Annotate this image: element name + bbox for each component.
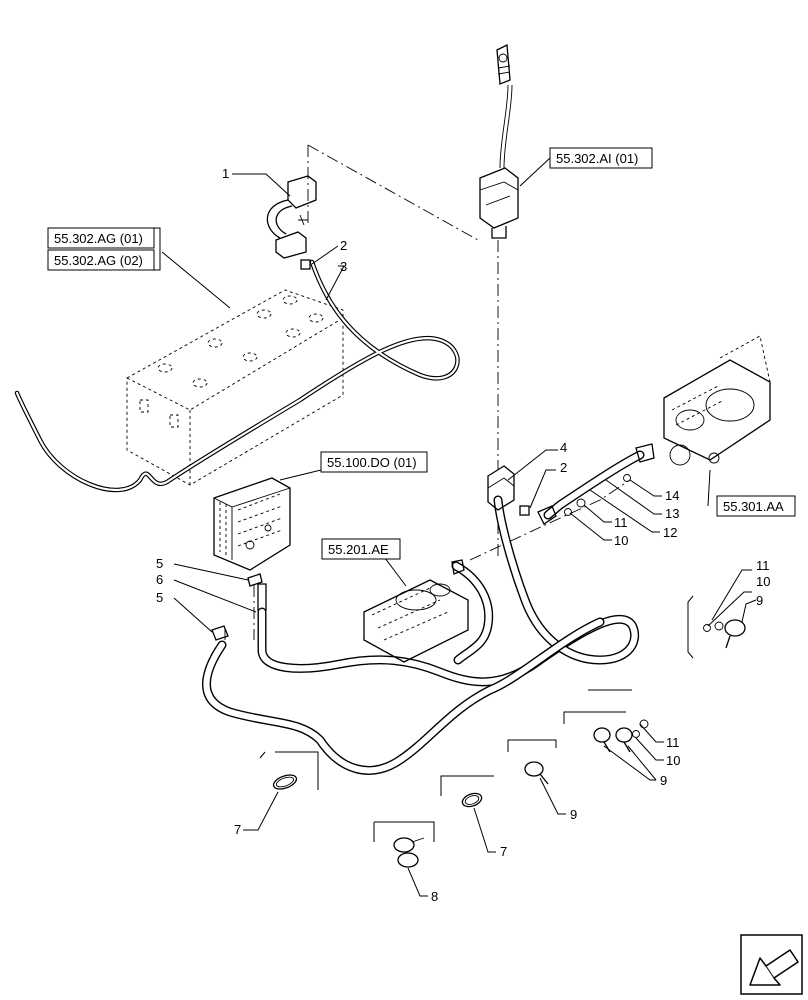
callout-5: 5: [156, 590, 163, 605]
svg-text:55.201.AE: 55.201.AE: [328, 542, 389, 557]
washer: [714, 621, 724, 631]
svg-text:55.302.AG (01): 55.302.AG (01): [54, 231, 143, 246]
engine-sensor: [479, 43, 519, 239]
hydraulic-pump: [663, 335, 771, 466]
hose-elbow: [487, 465, 515, 511]
sensor-cable: [14, 259, 460, 493]
washer: [703, 624, 711, 632]
callout-9: 9: [660, 773, 667, 788]
hose-clip: [519, 505, 530, 516]
hose-clamp: [272, 774, 298, 790]
callout-11: 11: [666, 735, 680, 750]
callout-11: 11: [614, 515, 628, 530]
spring-clamp: [393, 837, 425, 868]
callout-12: 12: [663, 525, 677, 540]
bracket: [373, 821, 435, 842]
callout-10: 10: [756, 574, 770, 589]
svg-text:55.302.AI (01): 55.302.AI (01): [556, 151, 638, 166]
hose-clamp: [461, 792, 483, 808]
bracket: [507, 739, 557, 752]
washer: [632, 730, 640, 738]
callout-9: 9: [570, 807, 577, 822]
callout-6: 6: [156, 572, 163, 587]
cable-clip: [300, 259, 311, 270]
callout-8: 8: [431, 889, 438, 904]
ref-55-201-ae[interactable]: 55.201.AE: [321, 538, 401, 560]
p-clip: [524, 761, 549, 785]
hose-line-main: [257, 495, 640, 687]
p-clip: [724, 619, 746, 649]
battery-terminal-cover: [266, 175, 317, 259]
hose-line-filter: [451, 561, 494, 665]
callout-5: 5: [156, 556, 163, 571]
callout-4: 4: [560, 440, 567, 455]
p-clip: [593, 727, 633, 753]
bracket: [440, 775, 494, 796]
ref-55-301-aa[interactable]: 55.301.AA: [716, 495, 796, 517]
svg-text:55.100.DO (01): 55.100.DO (01): [327, 455, 417, 470]
ref-bracket: [154, 227, 161, 271]
callout-13: 13: [665, 506, 679, 521]
bracket: [687, 595, 694, 659]
callout-7: 7: [500, 844, 507, 859]
callout-10: 10: [614, 533, 628, 548]
washer: [564, 508, 572, 516]
callout-1: 1: [222, 166, 229, 181]
callout-10: 10: [666, 753, 680, 768]
leader-lines: [161, 157, 757, 897]
callout-11: 11: [756, 558, 770, 573]
pipe-to-pump: [537, 443, 655, 525]
ref-55-302-ag-02[interactable]: 55.302.AG (02): [47, 249, 155, 271]
washer: [639, 719, 649, 729]
svg-text:55.302.AG (02): 55.302.AG (02): [54, 253, 143, 268]
hose-line-lower: [202, 617, 605, 775]
callout-9: 9: [756, 593, 763, 608]
ref-55-100-do-01[interactable]: 55.100.DO (01): [320, 451, 428, 473]
washer: [576, 498, 586, 508]
battery: [126, 289, 344, 486]
washer: [623, 474, 631, 482]
svg-text:55.301.AA: 55.301.AA: [723, 499, 784, 514]
ref-55-302-ai-01[interactable]: 55.302.AI (01): [549, 147, 653, 169]
next-page-arrow-icon[interactable]: [740, 934, 803, 995]
callout-3: 3: [340, 259, 347, 274]
callout-7: 7: [234, 822, 241, 837]
transmission-controller: [213, 477, 291, 571]
bracket: [259, 751, 319, 790]
callout-2: 2: [560, 460, 567, 475]
callout-2: 2: [340, 238, 347, 253]
ref-55-302-ag-01[interactable]: 55.302.AG (01): [47, 227, 155, 249]
relation-line: [307, 144, 479, 241]
fuel-filter: [363, 559, 469, 663]
callout-14: 14: [665, 488, 679, 503]
relation-line: [469, 479, 631, 561]
bracket: [563, 711, 626, 724]
